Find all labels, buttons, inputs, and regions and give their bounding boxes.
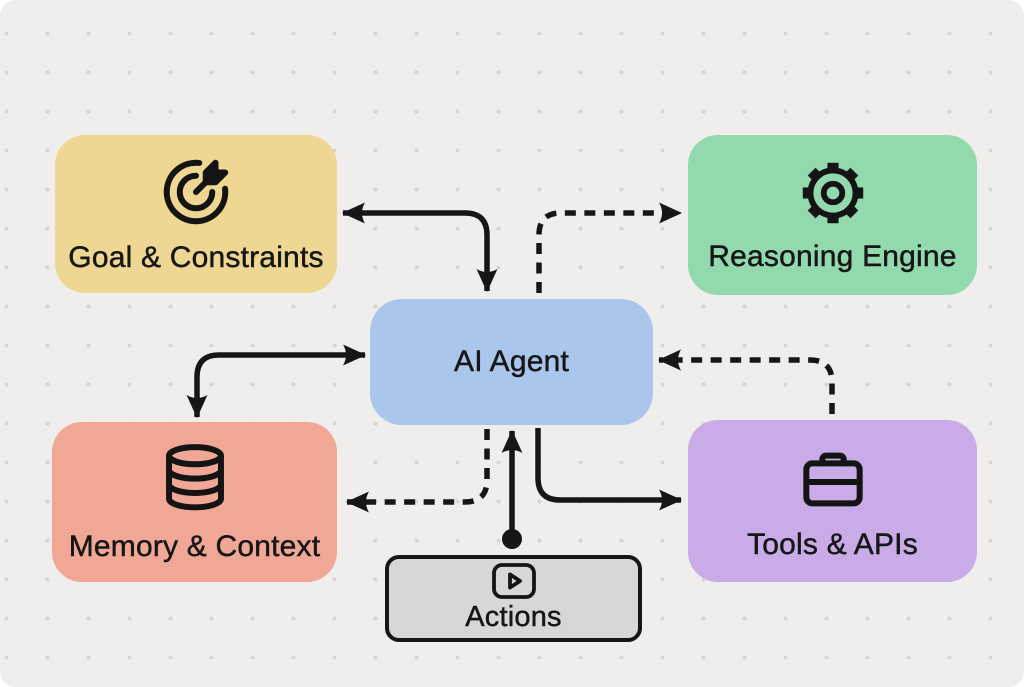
node-label: Actions [465,601,562,634]
edge-agent-tools [535,428,683,511]
edge-agent-memory-solid [186,344,367,419]
play-icon [491,563,536,600]
node-label: AI Agent [453,344,570,378]
node-label: Memory & Context [68,529,321,563]
node-goal-constraints: Goal & Constraints [55,135,337,293]
edge-agent-goal [341,202,498,293]
database-icon [165,443,224,511]
edge-actions-dot [502,529,522,549]
node-label: Reasoning Engine [708,239,957,273]
target-icon [163,159,229,224]
node-label: Goal & Constraints [68,240,324,274]
edge-agent-reasoning [536,202,683,293]
node-ai-agent: AI Agent [370,299,653,425]
node-reasoning-engine: Reasoning Engine [688,135,977,295]
edge-agent-memory-dashed [345,429,490,513]
node-actions: Actions [385,555,642,642]
gear-icon [802,162,863,223]
briefcase-icon [802,452,863,507]
node-label: Tools & APIs [747,527,918,561]
node-tools-apis: Tools & APIs [688,420,977,582]
edge-tools-agent [657,349,835,414]
node-memory-context: Memory & Context [52,422,337,582]
